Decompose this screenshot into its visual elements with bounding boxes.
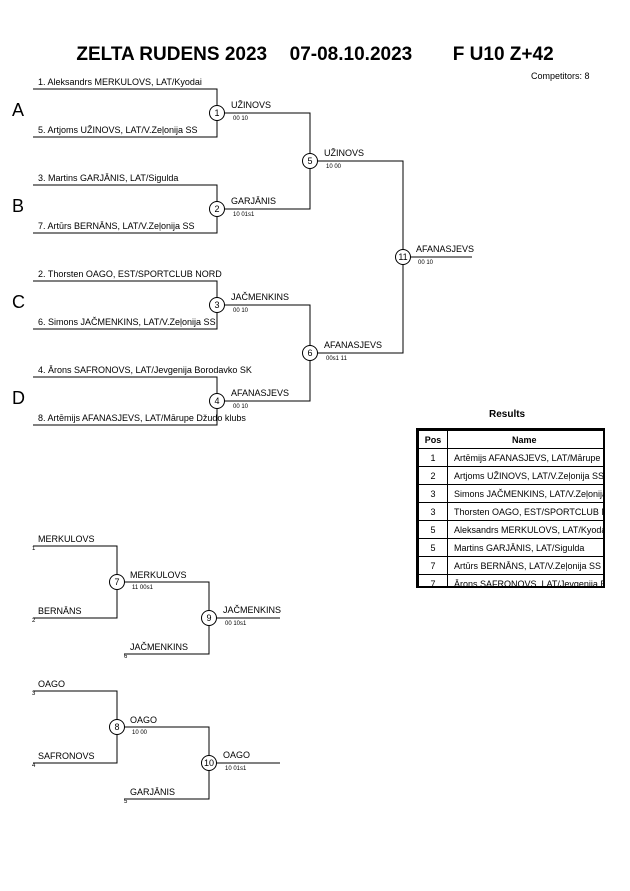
match-winner-3: JAČMENKINS xyxy=(231,292,290,302)
match-score-8: 10 00 xyxy=(132,730,148,736)
entry-7: 7. Artūrs BERNĀNS, LAT/V.Zeļonija SS xyxy=(38,221,195,231)
match-score-1: 00 10 xyxy=(233,116,249,122)
tournament-name: ZELTA RUDENS 2023 xyxy=(76,44,268,65)
repechage-entry-garjanis: GARJĀNIS xyxy=(130,787,176,797)
competitors-count: Competitors: 8 xyxy=(531,71,590,81)
result-pos: 2 xyxy=(418,466,448,485)
match-circle-1: 1 xyxy=(209,105,225,121)
match-score-4: 00 10 xyxy=(233,404,249,410)
entry-6: 6. Simons JAČMENKINS, LAT/V.Zeļonija SS xyxy=(38,317,216,327)
result-name: Simons JAČMENKINS, LAT/V.Zeļonija SS xyxy=(447,484,603,503)
pool-label-d: D xyxy=(12,388,25,408)
entry-1: 1. Aleksandrs MERKULOVS, LAT/Kyodai xyxy=(38,77,202,87)
entry-4: 4. Ārons SAFRONOVS, LAT/Jevgenija Boroda… xyxy=(38,365,252,375)
repechage-seed: 1 xyxy=(32,546,36,552)
repechage-entry-jacmenkins: JAČMENKINS xyxy=(130,642,189,652)
repechage-entry-merkulovs: MERKULOVS xyxy=(38,534,95,544)
match-winner-11: AFANASJEVS xyxy=(416,244,475,254)
category-label: F U10 Z+42 xyxy=(452,44,554,65)
match-winner-4: AFANASJEVS xyxy=(231,388,290,398)
result-name: Aleksandrs MERKULOVS, LAT/Kyodai xyxy=(447,520,603,539)
match-score-10: 10 01s1 xyxy=(225,766,247,772)
match-score-7: 11 00s1 xyxy=(132,585,153,591)
results-title: Results xyxy=(489,409,526,420)
page-title: ZELTA RUDENS 2023 07-08.10.2023 F U10 Z+… xyxy=(0,44,630,66)
repechage-seed: 3 xyxy=(32,691,36,697)
match-circle-5: 5 xyxy=(302,153,318,169)
repechage-seed: 4 xyxy=(32,763,36,769)
match-winner-5: UŽINOVS xyxy=(324,148,365,158)
pool-label-b: B xyxy=(12,196,25,216)
result-name: Artūrs BERNĀNS, LAT/V.Zeļonija SS xyxy=(447,556,603,575)
match-circle-6: 6 xyxy=(302,345,318,361)
results-header-name: Name xyxy=(447,430,603,449)
repechage-seed: 5 xyxy=(124,799,128,805)
match-winner-7: MERKULOVS xyxy=(130,570,187,580)
match-score-2: 10 01s1 xyxy=(233,212,255,218)
match-circle-8: 8 xyxy=(109,719,125,735)
repechage-entry-safronovs: SAFRONOVS xyxy=(38,751,95,761)
match-circle-3: 3 xyxy=(209,297,225,313)
result-pos: 3 xyxy=(418,484,448,503)
result-pos: 5 xyxy=(418,538,448,557)
entry-5: 5. Artjoms UŽINOVS, LAT/V.Zeļonija SS xyxy=(38,125,198,135)
result-name: Artēmijs AFANASJEVS, LAT/Mārupe Džudo kl… xyxy=(447,448,603,467)
entry-2: 2. Thorsten OAGO, EST/SPORTCLUB NORD xyxy=(38,269,222,279)
result-name: Ārons SAFRONOVS, LAT/Jevgenija Borodavko… xyxy=(447,574,603,586)
entry-8: 8. Artēmijs AFANASJEVS, LAT/Mārupe Džudo… xyxy=(38,413,246,423)
match-circle-9: 9 xyxy=(201,610,217,626)
repechage-entry-bernans: BERNĀNS xyxy=(38,606,82,616)
result-name: Artjoms UŽINOVS, LAT/V.Zeļonija SS xyxy=(447,466,603,485)
pool-label-a: A xyxy=(12,100,25,120)
match-score-5: 10 00 xyxy=(326,164,342,170)
result-name: Martins GARJĀNIS, LAT/Sigulda xyxy=(447,538,603,557)
result-pos: 1 xyxy=(418,448,448,467)
match-winner-6: AFANASJEVS xyxy=(324,340,383,350)
result-pos: 5 xyxy=(418,520,448,539)
repechage-entry-oago: OAGO xyxy=(38,679,66,689)
match-score-3: 00 10 xyxy=(233,308,249,314)
match-circle-4: 4 xyxy=(209,393,225,409)
match-winner-1: UŽINOVS xyxy=(231,100,272,110)
match-score-9: 00 10s1 xyxy=(225,621,247,627)
result-pos: 7 xyxy=(418,556,448,575)
match-circle-7: 7 xyxy=(109,574,125,590)
match-circle-11: 11 xyxy=(395,249,411,265)
match-circle-10: 10 xyxy=(201,755,217,771)
repechage-seed: 2 xyxy=(32,618,36,624)
pool-label-c: C xyxy=(12,292,25,312)
tournament-dates: 07-08.10.2023 xyxy=(289,44,413,65)
result-pos: 7 xyxy=(418,574,448,586)
repechage-seed: 6 xyxy=(124,654,128,660)
match-circle-2: 2 xyxy=(209,201,225,217)
match-winner-9: JAČMENKINS xyxy=(223,605,282,615)
result-pos: 3 xyxy=(418,502,448,521)
results-header-row: Pos Name xyxy=(418,430,603,449)
result-name: Thorsten OAGO, EST/SPORTCLUB NORD xyxy=(447,502,603,521)
match-winner-2: GARJĀNIS xyxy=(231,196,277,206)
entry-3: 3. Martins GARJĀNIS, LAT/Sigulda xyxy=(38,173,179,183)
match-winner-8: OAGO xyxy=(130,715,158,725)
match-winner-10: OAGO xyxy=(223,750,251,760)
match-score-6: 00s1 11 xyxy=(326,356,347,362)
match-score-11: 00 10 xyxy=(418,260,434,266)
results-header-pos: Pos xyxy=(418,430,448,449)
